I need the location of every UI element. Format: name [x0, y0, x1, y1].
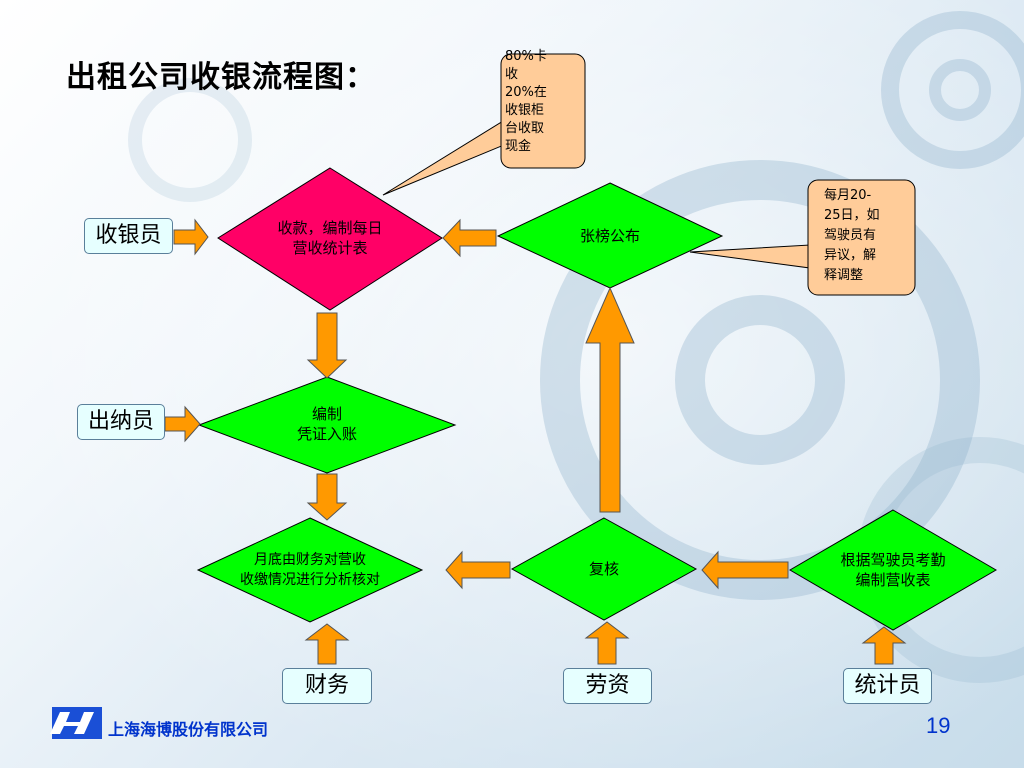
arrow-attendance-to-review: [701, 550, 789, 590]
page-title: 出租公司收银流程图：: [66, 60, 376, 95]
role-teller: 出纳员: [77, 404, 165, 440]
arrow-finance-to-month-end: [304, 623, 350, 665]
step-review-text: 复核: [554, 559, 654, 579]
step-review-diamond: [510, 517, 698, 621]
step-attendance-line: 根据驾驶员考勤: [840, 551, 946, 569]
callout-payment-line: 收: [505, 67, 519, 82]
step-month-end-diamond: [196, 517, 424, 623]
step-voucher-line: 凭证入账: [296, 425, 357, 443]
step-attendance-text: 根据驾驶员考勤 编制营收表: [808, 550, 978, 590]
callout-dispute-line: 每月20-: [824, 188, 872, 203]
step-collect-line: 营收统计表: [292, 239, 368, 257]
callout-dispute-text: 每月20- 25日，如 驾驶员有 异议，解 释调整: [824, 186, 912, 286]
step-attendance-diamond: [789, 509, 997, 631]
step-month-end-line: 收缴情况进行分析核对: [240, 572, 380, 588]
role-statistician: 统计员: [843, 668, 932, 704]
step-publish-line: 张榜公布: [579, 227, 640, 245]
step-voucher-text: 编制 凭证入账: [237, 404, 417, 444]
company-name: 上海海博股份有限公司: [108, 720, 269, 739]
arrow-teller-to-voucher: [164, 405, 201, 443]
role-payroll: 劳资: [563, 668, 652, 704]
step-month-end-line: 月底由财务对营收: [254, 552, 366, 568]
role-cashier: 收银员: [84, 218, 173, 254]
step-month-end-text: 月底由财务对营收 收缴情况进行分析核对: [210, 550, 410, 590]
role-finance: 财务: [282, 668, 372, 704]
step-publish-text: 张榜公布: [530, 226, 690, 246]
arrow-payroll-to-review: [584, 621, 630, 665]
callout-payment-line: 20%在: [505, 85, 547, 100]
callout-pointer-dispute: [689, 244, 811, 269]
callout-payment-line: 80%卡: [505, 49, 547, 64]
callout-payment-line: 台收取: [505, 121, 545, 136]
callout-payment-line: 收银柜: [505, 103, 545, 118]
callout-payment-line: 现金: [505, 139, 532, 154]
company-logo-icon: [50, 707, 102, 739]
step-review-line: 复核: [588, 560, 619, 578]
arrow-publish-to-collect: [442, 218, 497, 258]
arrow-statistician-to-attendance: [861, 626, 907, 665]
callout-payment-text: 80%卡 收 20%在 收银柜 台收取 现金: [505, 48, 583, 156]
step-voucher-line: 编制: [311, 405, 342, 423]
callout-dispute-line: 25日，如: [824, 208, 880, 223]
callout-dispute-line: 异议，解: [824, 248, 877, 263]
step-attendance-line: 编制营收表: [855, 571, 931, 589]
callout-box-dispute: [807, 179, 916, 296]
arrow-voucher-to-month-end: [306, 473, 348, 521]
callout-box-payment: [500, 53, 586, 169]
step-collect-text: 收款，编制每日 营收统计表: [240, 218, 420, 258]
page-number: 19: [926, 713, 951, 738]
step-voucher-diamond: [197, 376, 457, 474]
step-collect-line: 收款，编制每日: [277, 219, 383, 237]
arrow-review-to-publish: [585, 286, 635, 513]
step-collect-diamond: [217, 167, 443, 311]
arrow-collect-to-voucher: [306, 312, 348, 379]
callout-dispute-line: 驾驶员有: [824, 228, 877, 243]
callout-pointer-payment: [382, 117, 517, 196]
callout-dispute-line: 释调整: [824, 268, 864, 283]
arrow-cashier-to-collect: [173, 218, 209, 256]
arrow-review-to-month-end: [445, 550, 511, 590]
